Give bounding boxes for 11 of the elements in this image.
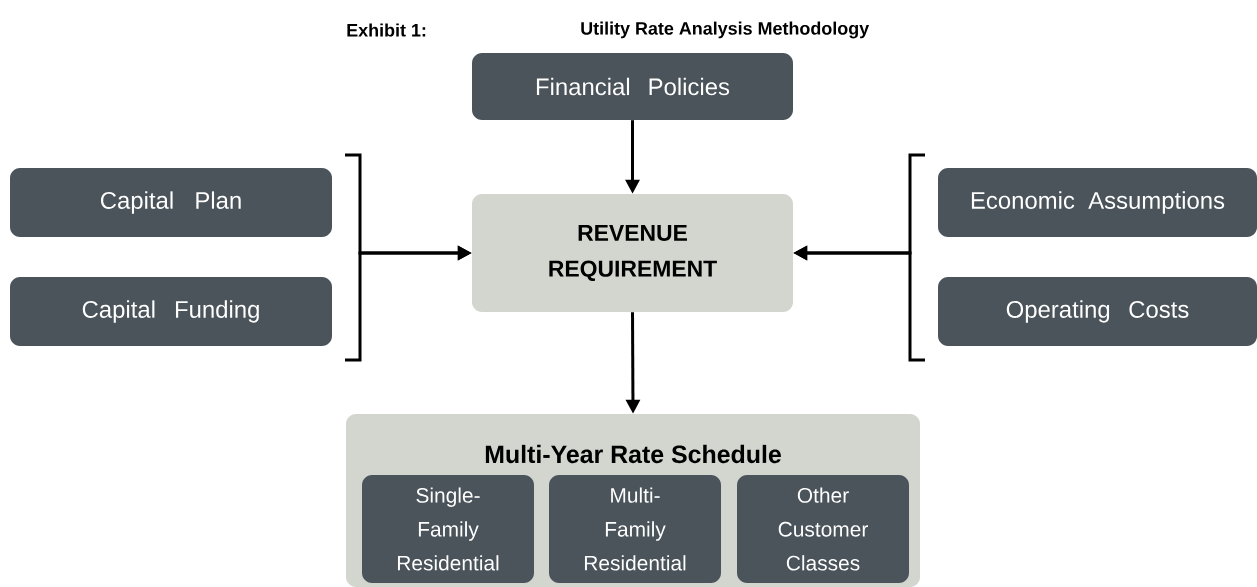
input-box: Economic Assumptions [938,168,1257,237]
input-box: Capital Plan [10,168,332,237]
input-box: Capital Funding [10,277,332,346]
input-box: Financial Policies [472,53,793,120]
exhibit-label: Exhibit 1: [347,23,426,37]
class-box: Multi- Family Residential [549,475,721,583]
class-box: Other Customer Classes [737,475,909,583]
title: Utility Rate Analysis Methodology [581,21,870,39]
input-box: Operating Costs [938,277,1257,346]
result-box: REVENUE REQUIREMENT [472,194,793,312]
class-box: Single- Family Residential [362,475,534,583]
